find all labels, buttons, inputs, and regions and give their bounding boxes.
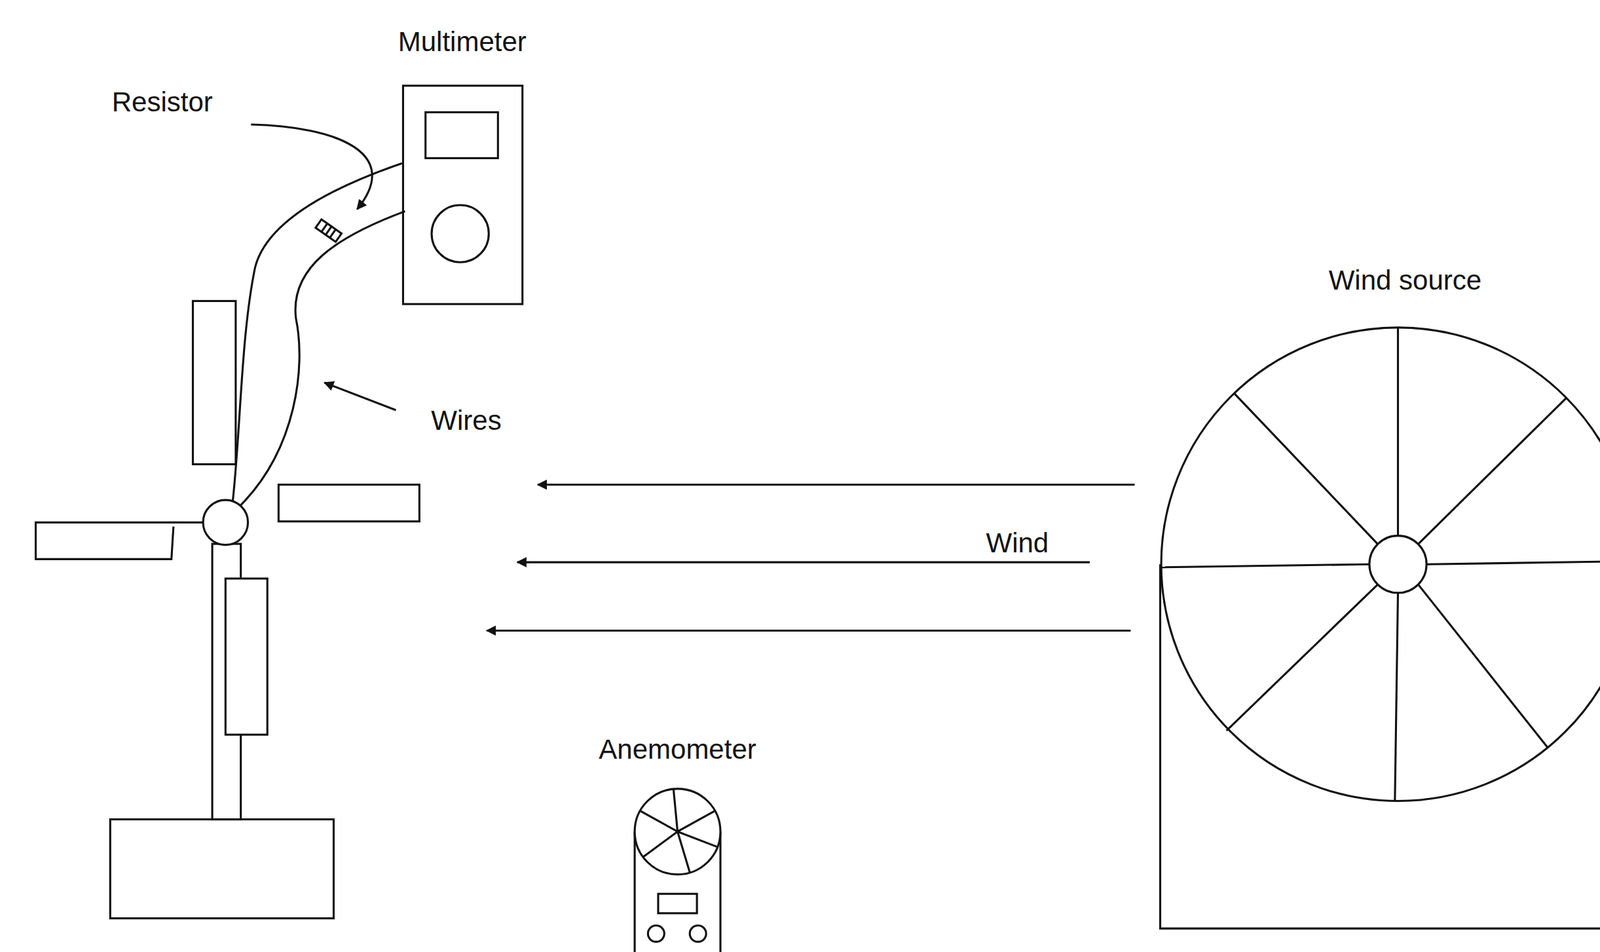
component-label: Resistor xyxy=(111,87,213,118)
component-label: Multimeter xyxy=(398,26,527,57)
component-label: Anemometer xyxy=(598,734,756,765)
resistor-symbol xyxy=(315,219,342,242)
wind-turbine xyxy=(36,300,420,918)
wind-label: Wind xyxy=(986,527,1050,559)
multimeter-symbol xyxy=(402,85,522,304)
anemometer-symbol xyxy=(634,788,721,952)
wires xyxy=(232,163,405,505)
leader-line xyxy=(324,382,396,410)
wind-arrow xyxy=(486,484,1135,631)
component-label: Wires xyxy=(430,405,502,436)
leader-line xyxy=(250,124,373,209)
fan-symbol xyxy=(1159,327,1600,929)
component-label: Wind source xyxy=(1328,265,1482,296)
